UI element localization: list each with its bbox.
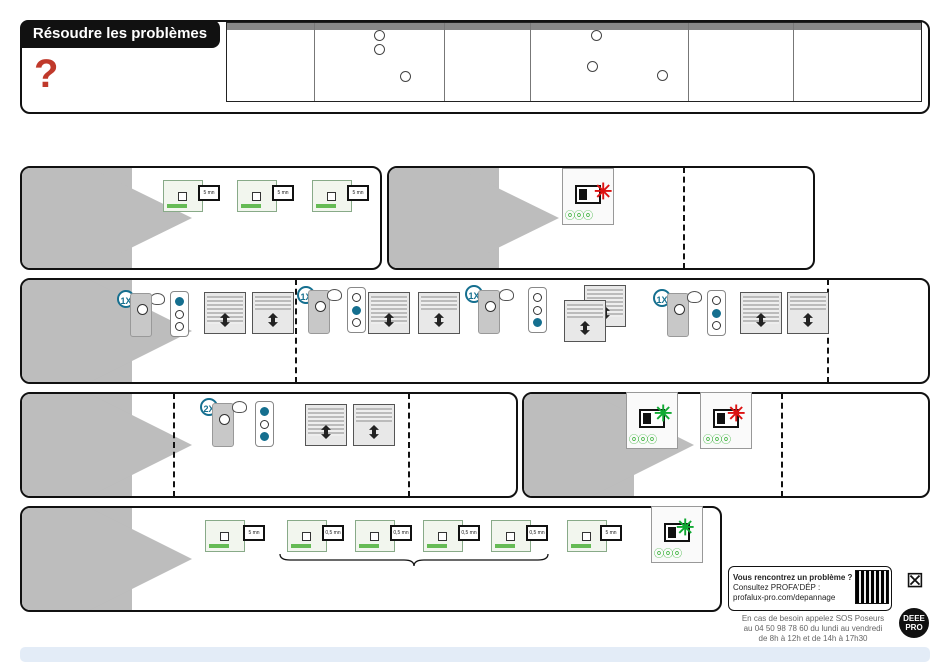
red-led-blink-icon: ✳ [594,179,613,204]
help-link[interactable]: profalux-pro.com/depannage [733,593,836,602]
sos-line-3: de 8h à 12h et de 14h à 17h30 [758,634,868,643]
dashed-divider [781,393,783,497]
control-box-icon [287,520,327,552]
timer-icon: 5 mn [243,525,265,541]
green-led-blink-icon: ✳ [676,515,695,540]
remote-control-icon [255,401,274,447]
remote-control-icon [347,287,366,333]
help-box: Vous rencontrez un problème ? Consultez … [728,566,892,611]
shutter-closed-icon [305,404,347,446]
control-box-icon [237,180,277,212]
receiver-device-icon: ⓞⓞⓞ [651,506,703,563]
control-box-icon [205,520,245,552]
green-led-blink-icon: ✳ [654,401,673,426]
timer-icon: 5 mn [600,525,622,541]
shutter-closed-icon [368,292,410,334]
shutter-open-icon [252,292,294,334]
dashed-divider [173,393,175,497]
control-box-icon [491,520,531,552]
circle-marker [591,30,602,41]
step-arrow [22,508,192,610]
circle-marker [657,70,668,81]
timer-icon: 0,5 mn [526,525,548,541]
circle-marker [374,30,385,41]
signal-icon [499,289,514,301]
footer-bar [20,647,930,662]
shutter-open-icon [564,300,606,342]
timer-icon: 0,5 mn [458,525,480,541]
handset-icon [478,290,500,334]
table-column-divider [688,23,689,101]
help-line-1: Vous rencontrez un problème ? [733,573,853,582]
group-brace [279,553,549,567]
control-box-icon [423,520,463,552]
timer-icon: 5 mn [272,185,294,201]
deee-pro-badge: DEEE PRO [899,608,929,638]
control-box-icon [312,180,352,212]
handset-icon [667,293,689,337]
shutter-open-icon [418,292,460,334]
table-column-divider [793,23,794,101]
handset-icon [130,293,152,337]
handset-icon [308,290,330,334]
shutter-closed-icon [740,292,782,334]
remote-control-icon [170,291,189,337]
timer-icon: 0,5 mn [322,525,344,541]
table-column-divider [444,23,445,101]
signal-icon [150,293,165,305]
signal-icon [687,291,702,303]
header-table-bar [227,23,921,30]
remote-control-icon [528,287,547,333]
control-box-icon [355,520,395,552]
step-arrow [22,280,192,382]
page-title: Résoudre les problèmes [20,20,220,48]
receiver-device-icon: ⓞⓞⓞ [626,392,678,449]
circle-marker [587,61,598,72]
handset-icon [212,403,234,447]
control-box-icon [163,180,203,212]
shutter-open-icon [787,292,829,334]
remote-control-icon [707,290,726,336]
timer-icon: 5 mn [198,185,220,201]
table-column-divider [530,23,531,101]
receiver-device-icon: ⓞⓞⓞ [562,168,614,225]
signal-icon [232,401,247,413]
red-led-blink-icon: ✳ [727,401,746,426]
timer-icon: 0,5 mn [390,525,412,541]
sos-line-1: En cas de besoin appelez SOS Poseurs [741,614,885,623]
shutter-open-icon [353,404,395,446]
step-arrow [389,168,559,268]
dashed-divider [408,393,410,497]
table-column-divider [314,23,315,101]
question-mark-icon: ? [34,52,59,96]
circle-marker [400,71,411,82]
sos-info: En cas de besoin appelez SOS Poseurs au … [728,614,898,644]
dashed-divider [295,279,297,383]
dashed-divider [683,167,685,269]
signal-icon [327,289,342,301]
step-arrow [22,394,192,496]
help-line-2: Consultez PROFA'DÉP : [733,583,821,592]
qr-code-icon[interactable] [855,570,889,604]
circle-marker [374,44,385,55]
shutter-closed-icon [204,292,246,334]
sos-line-2: au 04 50 98 78 60 du lundi au vendredi [743,624,883,633]
receiver-device-icon: ⓞⓞⓞ [700,392,752,449]
weee-bin-icon: ⊠ [905,567,925,592]
timer-icon: 5 mn [347,185,369,201]
header-table [226,22,922,102]
